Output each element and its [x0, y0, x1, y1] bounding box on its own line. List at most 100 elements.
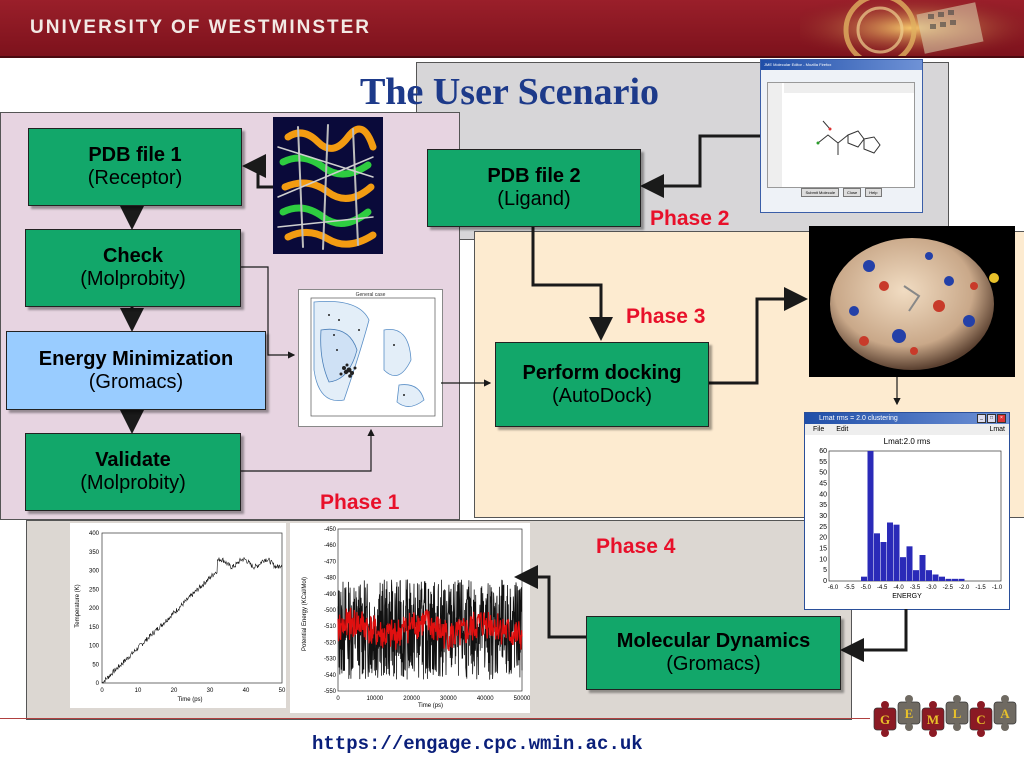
histogram-x-tick: -1.0: [992, 585, 1003, 591]
histogram-y-tick: 10: [819, 556, 827, 563]
logo-puzzle-tab: [929, 729, 937, 737]
histogram-y-tick: 15: [819, 546, 827, 553]
logo-letter: A: [1000, 706, 1010, 721]
logo-letter: E: [905, 706, 914, 721]
footer-divider: [0, 718, 870, 719]
temperature-x-tick: 40: [243, 688, 250, 694]
energy-y-tick: -540: [324, 673, 337, 679]
temperature-y-tick: 100: [89, 644, 100, 650]
molecule-canvas: [767, 82, 915, 188]
validate-subtitle: (Molprobity): [80, 472, 186, 494]
close-button[interactable]: Close: [843, 188, 862, 197]
logo-puzzle-tab: [977, 701, 985, 709]
logo-puzzle-tab: [1001, 723, 1009, 731]
energy-y-tick: -490: [324, 592, 337, 598]
histogram-x-tick: -5.5: [844, 585, 855, 591]
energy-y-tick: -460: [324, 543, 337, 549]
logo-puzzle-tab: [881, 701, 889, 709]
ramachandran-title: General case: [355, 292, 386, 298]
histogram-bar: [926, 570, 932, 581]
energy-x-tick: 10000: [366, 696, 383, 702]
logo-letter: G: [880, 712, 890, 727]
histogram-x-tick: -4.0: [893, 585, 904, 591]
clustering-histogram-window: Lmat rms = 2.0 clustering _ □ × File Edi…: [804, 412, 1010, 610]
temperature-x-tick: 30: [207, 688, 214, 694]
molecule-editor-window: JME Molecular Editor - Mozilla Firefox S…: [760, 59, 923, 213]
phase-2-label: Phase 2: [650, 207, 730, 230]
university-name: UNIVERSITY OF WESTMINSTER: [30, 17, 372, 38]
histogram-x-tick: -6.0: [828, 585, 839, 591]
histogram-x-tick: -2.0: [959, 585, 970, 591]
phase-4-label: Phase 4: [596, 535, 676, 558]
molecular-dynamics-subtitle: (Gromacs): [666, 653, 761, 675]
close-icon[interactable]: ×: [997, 414, 1006, 423]
pdb-file-1-subtitle: (Receptor): [87, 167, 183, 189]
temperature-y-tick: 0: [96, 681, 100, 687]
histogram-plot-area: [828, 450, 1002, 582]
energy-ylabel: Potential Energy (KCal/Mol): [302, 576, 308, 652]
help-button[interactable]: Help: [865, 188, 882, 197]
footer-url[interactable]: https://engage.cpc.wmin.ac.uk: [312, 733, 643, 755]
submit-molecule-button[interactable]: Submit Molecule: [801, 188, 840, 197]
histogram-x-tick: -3.0: [926, 585, 937, 591]
minimize-icon[interactable]: _: [977, 414, 986, 423]
energy-y-tick: -520: [324, 640, 337, 646]
histogram-bar: [906, 546, 913, 581]
check-subtitle: (Molprobity): [80, 268, 186, 290]
histogram-x-tick: -5.0: [861, 585, 872, 591]
slide-title-overlay: The User Scenario: [360, 71, 660, 113]
energy-y-tick: -550: [324, 689, 337, 695]
pdb-file-1-box: PDB file 1 (Receptor): [28, 128, 242, 206]
histogram-bar: [887, 522, 893, 581]
menu-file[interactable]: File: [813, 426, 825, 433]
validate-box: Validate (Molprobity): [25, 433, 241, 511]
perform-docking-box: Perform docking (AutoDock): [495, 342, 709, 427]
energy-x-tick: 40000: [477, 696, 494, 702]
energy-x-tick: 30000: [440, 696, 457, 702]
temperature-y-tick: 400: [89, 531, 100, 537]
logo-puzzle-tab: [881, 729, 889, 737]
receptor-protein-image: [273, 117, 383, 254]
histogram-bar: [939, 576, 945, 581]
molecule-editor-title: JME Molecular Editor - Mozilla Firefox: [761, 60, 922, 70]
temperature-y-tick: 350: [89, 550, 100, 556]
histogram-y-tick: 30: [819, 513, 827, 520]
temperature-plot-area: [101, 532, 283, 684]
energy-x-tick: 50000: [514, 696, 530, 702]
temperature-y-tick: 50: [92, 662, 99, 668]
energy-y-tick: -480: [324, 576, 337, 582]
logo-puzzle-tab: [953, 695, 961, 703]
perform-docking-title: Perform docking: [522, 361, 682, 384]
check-title: Check: [102, 245, 164, 267]
temperature-xlabel: Time (ps): [177, 697, 203, 703]
histogram-y-tick: 50: [819, 470, 827, 477]
validate-title: Validate: [95, 449, 171, 471]
phase-1-label: Phase 1: [320, 491, 400, 514]
histogram-y-tick: 20: [819, 535, 827, 542]
docked-complex-image: [809, 226, 1015, 377]
energy-minimization-title: Energy Minimization: [38, 347, 234, 370]
histogram-x-tick: -1.5: [975, 585, 986, 591]
histogram-xlabel: ENERGY: [892, 593, 922, 600]
temperature-y-tick: 250: [89, 587, 100, 593]
temperature-ylabel: Temperature (K): [75, 584, 81, 628]
energy-y-tick: -470: [324, 559, 337, 565]
histogram-y-tick: 35: [819, 502, 827, 509]
histogram-x-tick: -3.5: [910, 585, 921, 591]
logo-letter: M: [927, 712, 939, 727]
histogram-caption: Lmat:2.0 rms: [883, 437, 931, 446]
histogram-bar: [861, 576, 867, 581]
logo-puzzle-tab: [929, 701, 937, 709]
logo-puzzle-tab: [905, 695, 913, 703]
menu-lmat[interactable]: Lmat: [989, 426, 1005, 433]
maximize-icon[interactable]: □: [987, 414, 996, 423]
pdb-file-1-title: PDB file 1: [88, 144, 182, 166]
menu-edit[interactable]: Edit: [836, 426, 849, 433]
temperature-y-tick: 150: [89, 625, 100, 631]
histogram-bar: [880, 542, 887, 581]
temperature-y-tick: 200: [89, 606, 100, 612]
histogram-y-tick: 5: [823, 567, 827, 574]
phase-3-label: Phase 3: [626, 305, 706, 328]
